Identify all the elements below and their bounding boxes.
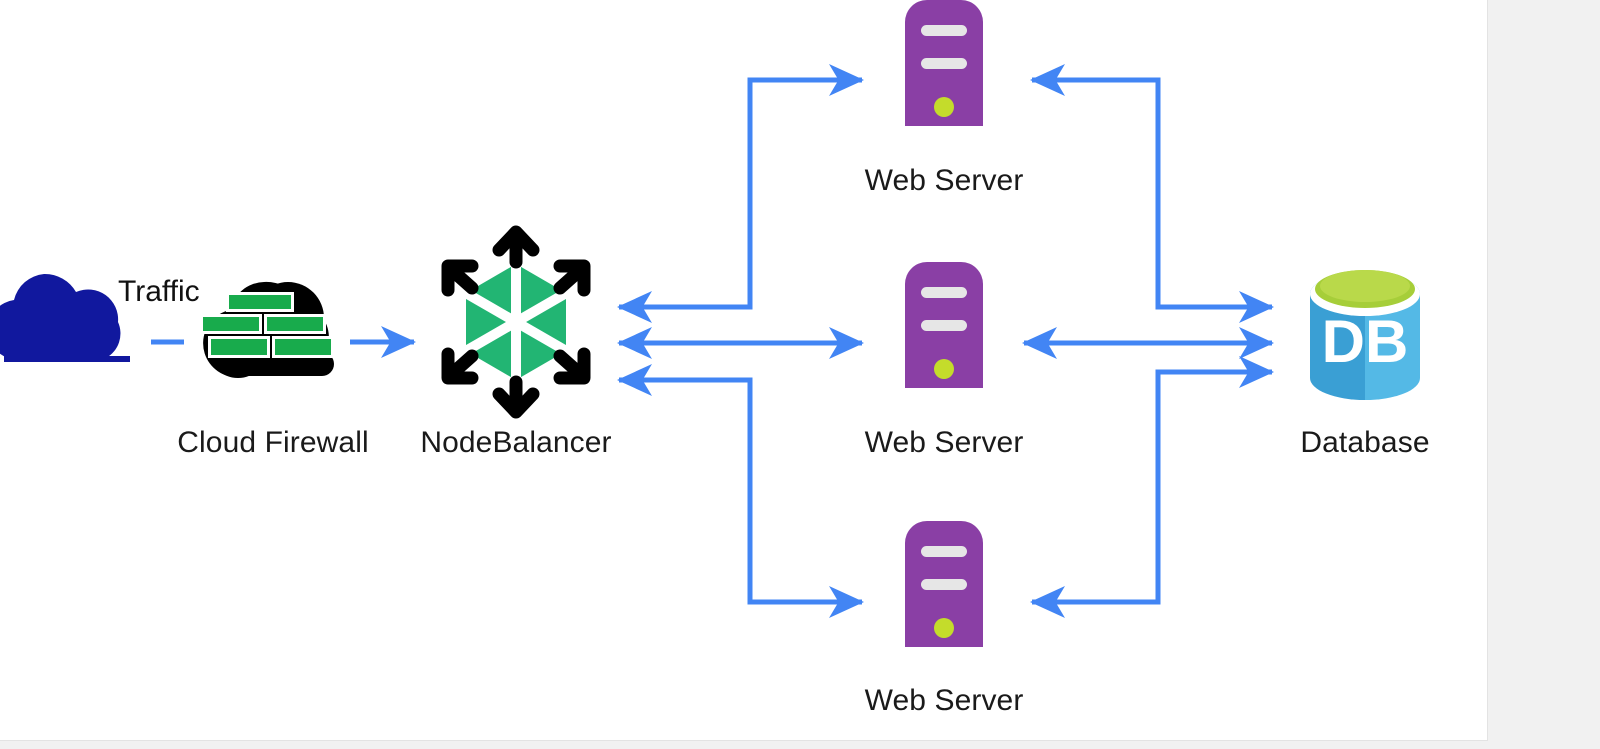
label-web-server-top: Web Server: [864, 164, 1024, 197]
server-icon-top: [905, 0, 983, 126]
connector-webserver-top-to-nb: [616, 80, 753, 324]
database-badge-text: DB: [1322, 308, 1409, 375]
label-database: Database: [1300, 426, 1430, 459]
label-web-server-bottom: Web Server: [864, 684, 1024, 717]
connector-webserver-bottom-to-nb: [616, 364, 753, 602]
connector-webserver-bottom-to-db: [1155, 355, 1275, 602]
architecture-diagram: DB: [0, 0, 1420, 647]
connector-webserver-top-to-db: [1155, 80, 1275, 323]
nodebalancer-icon: [441, 225, 591, 419]
server-icon-middle: [905, 262, 983, 388]
connector-db-to-webserver-top: [1029, 64, 1161, 307]
label-nodebalancer: NodeBalancer: [420, 426, 612, 459]
connector-db-to-webserver-bottom: [1029, 372, 1161, 619]
database-icon: DB: [1310, 270, 1420, 400]
label-cloud-firewall: Cloud Firewall: [177, 426, 369, 459]
connector-nb-to-webserver-bottom: [747, 380, 865, 618]
connector-layer: [151, 63, 1275, 619]
label-traffic: Traffic: [118, 275, 200, 308]
firewall-bricks: [200, 292, 334, 358]
label-web-server-middle: Web Server: [864, 426, 1024, 459]
diagram-canvas: DB Traffic Cloud Firewall NodeBalancer W…: [0, 0, 1488, 741]
cloud-icon: [0, 273, 130, 362]
server-icon-bottom: [905, 521, 983, 647]
firewall-icon: [200, 281, 334, 378]
